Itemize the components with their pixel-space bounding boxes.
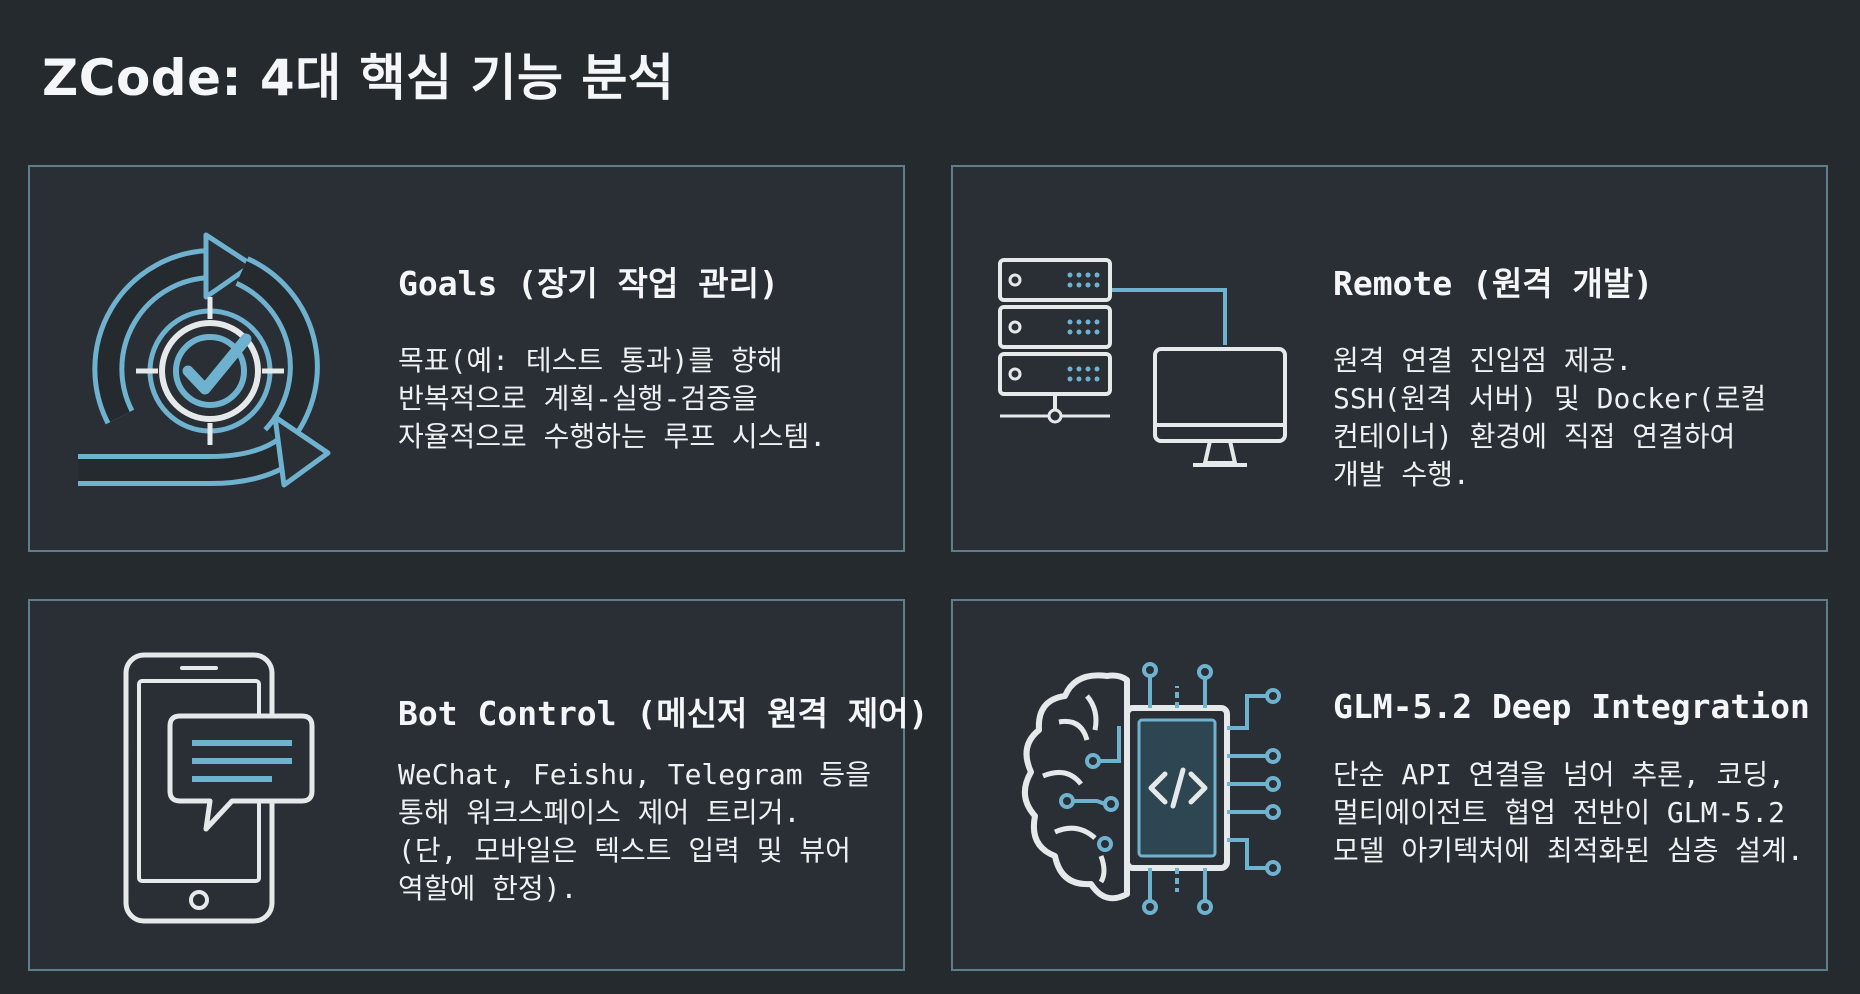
card-title: Bot Control (메신저 원격 제어) — [398, 694, 929, 733]
feature-card-glm-integration: GLM-5.2 Deep Integration 단순 API 연결을 넘어 추… — [951, 599, 1828, 971]
feature-card-goals: Goals (장기 작업 관리) 목표(예: 테스트 통과)를 향해 반복적으로… — [28, 165, 905, 552]
card-description: WeChat, Feishu, Telegram 등을 통해 워크스페이스 제어… — [398, 756, 871, 908]
card-description: 원격 연결 진입점 제공. SSH(원격 서버) 및 Docker(로컬 컨테이… — [1333, 342, 1766, 494]
description-line: (단, 모바일은 텍스트 입력 및 뷰어 — [398, 834, 851, 867]
description-line: 원격 연결 진입점 제공. — [1333, 344, 1633, 377]
brain-circuit-code-icon — [1015, 656, 1285, 926]
feature-card-remote: Remote (원격 개발) 원격 연결 진입점 제공. SSH(원격 서버) … — [951, 165, 1828, 552]
loop-target-check-icon — [70, 227, 360, 497]
page-title: ZCode: 4대 핵심 기능 분석 — [42, 49, 675, 107]
card-title: GLM-5.2 Deep Integration — [1333, 687, 1810, 726]
description-line: WeChat, Feishu, Telegram 등을 — [398, 758, 871, 791]
description-line: 단순 API 연결을 넘어 추론, 코딩, — [1333, 758, 1785, 791]
phone-chat-icon — [122, 651, 322, 931]
card-title: Goals (장기 작업 관리) — [398, 264, 779, 303]
server-monitor-icon — [995, 255, 1295, 480]
description-line: 역할에 한정). — [398, 872, 578, 905]
description-line: SSH(원격 서버) 및 Docker(로컬 — [1333, 382, 1767, 415]
feature-card-bot-control: Bot Control (메신저 원격 제어) WeChat, Feishu, … — [28, 599, 928, 971]
description-line: 멀티에이전트 협업 전반이 GLM-5.2 — [1333, 796, 1785, 829]
description-line: 개발 수행. — [1333, 458, 1470, 491]
description-line: 통해 워크스페이스 제어 트리거. — [398, 796, 801, 829]
description-line: 모델 아키텍처에 최적화된 심층 설계. — [1333, 834, 1804, 867]
card-title: Remote (원격 개발) — [1333, 264, 1654, 303]
card-description: 목표(예: 테스트 통과)를 향해 반복적으로 계획-실행-검증을 자율적으로 … — [398, 342, 826, 456]
description-line: 반복적으로 계획-실행-검증을 — [398, 382, 758, 415]
description-line: 자율적으로 수행하는 루프 시스템. — [398, 420, 827, 453]
description-line: 컨테이너) 환경에 직접 연결하여 — [1333, 420, 1736, 453]
card-description: 단순 API 연결을 넘어 추론, 코딩, 멀티에이전트 협업 전반이 GLM-… — [1333, 756, 1804, 870]
description-line: 목표(예: 테스트 통과)를 향해 — [398, 344, 783, 377]
